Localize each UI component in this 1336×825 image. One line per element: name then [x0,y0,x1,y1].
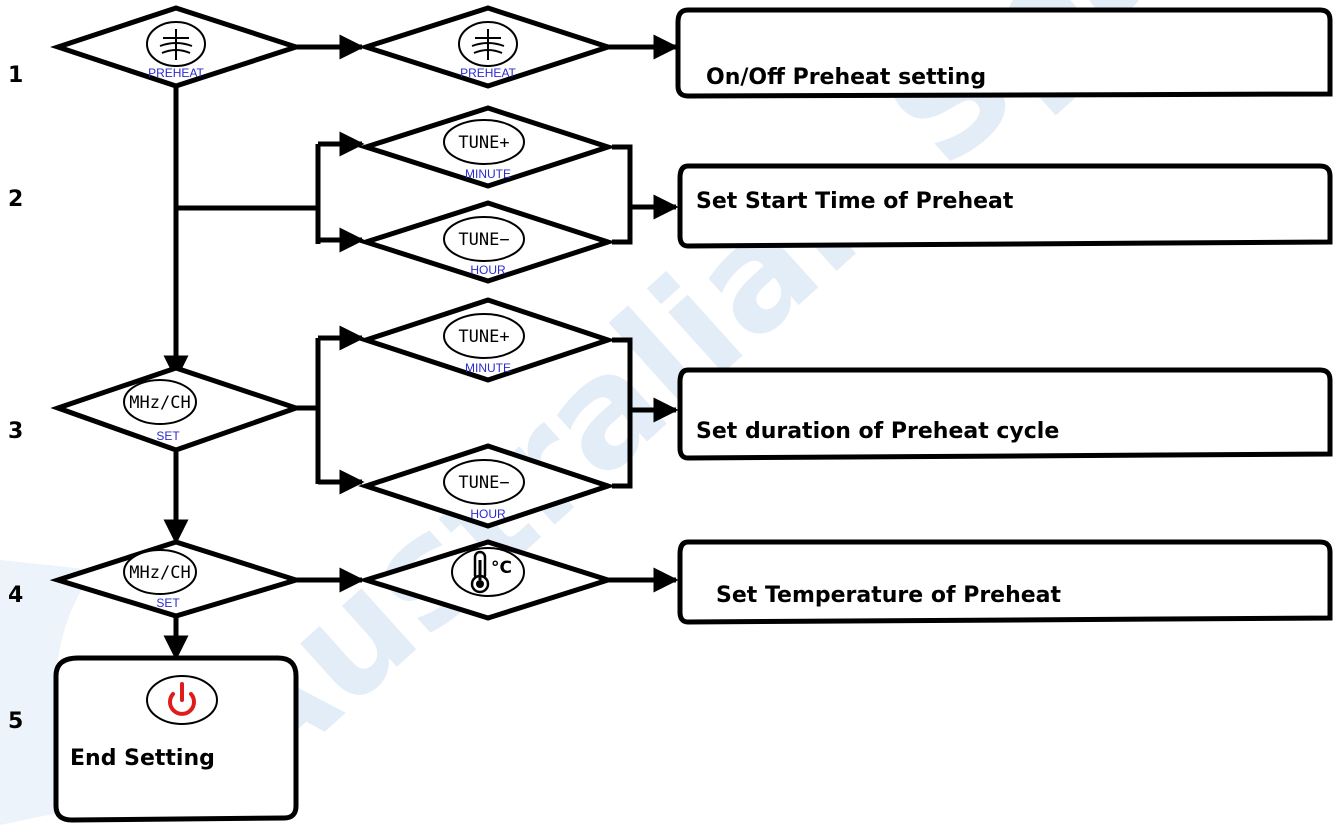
step-number-3: 3 [8,419,23,444]
tune-minus-button-2[interactable]: TUNE− HOUR [443,216,525,277]
tune-plus-button-2[interactable]: TUNE+ MINUTE [443,119,525,181]
minute-label: MINUTE [465,167,511,181]
outcome-box-1 [675,7,1333,99]
tune-minus-label: TUNE− [458,230,509,250]
mhz-ch-label: MHz/CH [129,393,190,413]
thermometer-icon [470,550,490,594]
outcome-text-3: Set duration of Preheat cycle [696,419,1059,444]
end-setting-text: End Setting [70,746,215,771]
outcome-text-2: Set Start Time of Preheat [696,189,1014,214]
connector-2-bracket [612,144,633,245]
set-label: SET [156,429,180,443]
mhz-ch-button-4[interactable]: MHz/CH SET [123,549,197,610]
step-number-4: 4 [8,583,23,608]
hour-label: HOUR [470,507,506,521]
tune-minus-label: TUNE− [458,473,509,493]
step-number-2: 2 [8,187,23,212]
tune-minus-button-3[interactable]: TUNE− HOUR [443,459,525,521]
outcome-text-4: Set Temperature of Preheat [716,583,1062,608]
preheat-icon [471,29,505,60]
minute-label: MINUTE [465,361,511,375]
preheat-icon [159,29,193,60]
tune-plus-label: TUNE+ [458,327,509,347]
step-number-5: 5 [8,709,23,734]
outcome-box-4 [677,539,1333,625]
connector-3-bracket [612,337,633,489]
hour-label: HOUR [470,263,506,277]
preheat-label: PREHEAT [148,66,204,80]
celsius-label: °C [491,558,512,578]
mhz-ch-label: MHz/CH [129,563,190,583]
preheat-button-1[interactable]: PREHEAT [146,21,206,80]
outcome-box-3 [677,367,1333,461]
temperature-button[interactable]: °C [451,547,525,597]
tune-plus-label: TUNE+ [458,133,509,153]
set-label: SET [156,596,180,610]
outcome-box-2 [677,163,1333,249]
end-setting-box [53,655,299,823]
power-button[interactable] [146,675,218,725]
preheat-button-2[interactable]: PREHEAT [458,21,518,80]
outcome-text-1: On/Off Preheat setting [706,65,986,90]
step-number-1: 1 [8,63,23,88]
power-icon [168,682,196,716]
preheat-label: PREHEAT [460,66,516,80]
mhz-ch-button-3[interactable]: MHz/CH SET [123,379,197,443]
tune-plus-button-3[interactable]: TUNE+ MINUTE [443,313,525,375]
